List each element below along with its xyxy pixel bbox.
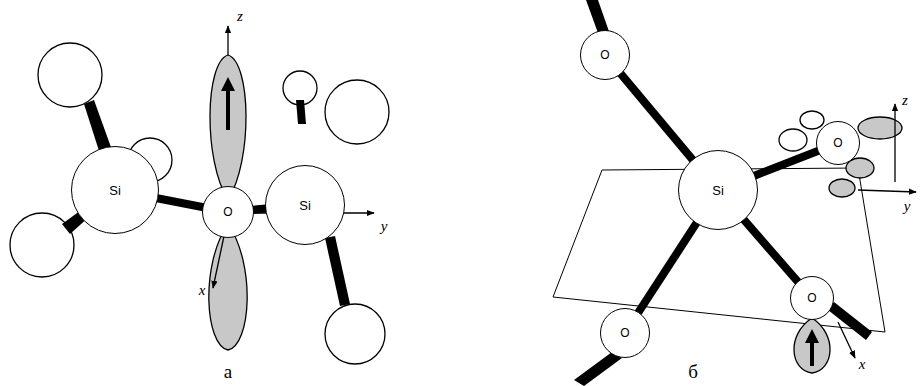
atom-symbol: Si [299,198,311,213]
panel-a [10,26,389,364]
panel-caption: б [688,361,698,383]
panel-caption: а [224,361,232,383]
bond-line [253,209,266,210]
atom-circle: O [816,121,860,165]
bond-line [754,151,818,176]
axis-label: z [237,8,243,25]
atom-circle: Si [265,165,345,245]
axis-label: x [859,356,866,373]
atom-circle: O [790,276,834,320]
atom-circle: O [580,30,630,80]
bond-line [157,198,203,207]
atom-symbol: Si [712,183,724,198]
atom-symbol: O [807,291,816,305]
atom-symbol: Si [109,183,121,198]
panel-b [553,0,916,386]
atom-symbol: O [620,326,629,340]
atom-circle: O [600,308,650,358]
bond-line [620,73,693,160]
atom-symbol: O [833,136,842,150]
axis-label: z [902,92,908,109]
atom-symbol: O [600,48,609,62]
atom-circle: Si [678,150,758,230]
bond-line [638,223,697,313]
bond-line [744,219,799,282]
atom-circle: Si [71,146,159,234]
atom-circle: O [202,186,254,238]
axis-label: y [904,198,911,215]
axis-label: x [199,282,206,299]
atom-symbol: O [223,205,232,219]
axis-label: y [381,218,388,235]
